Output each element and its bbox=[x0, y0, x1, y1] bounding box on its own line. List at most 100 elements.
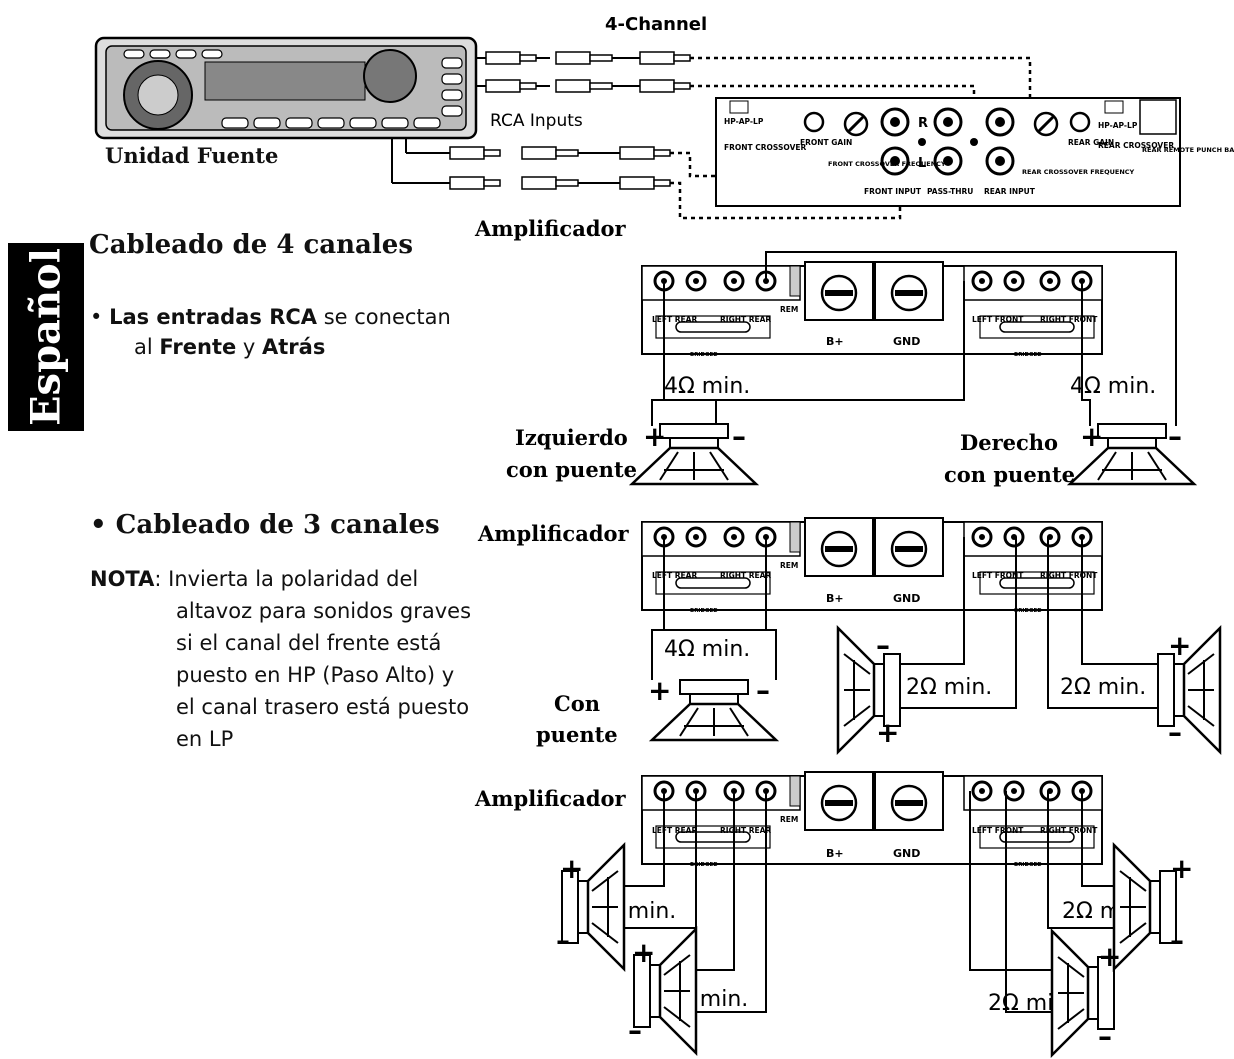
rear-crossover-frequency-label: REAR CROSSOVER FREQUENCY bbox=[1022, 168, 1135, 176]
right-front-label-2: RIGHT FRONT bbox=[1040, 571, 1098, 580]
note-line-6: en LP bbox=[176, 727, 234, 751]
note-line-2: altavoz para sonidos graves bbox=[176, 599, 472, 623]
amp-input-panel: HP-AP-LP FRONT CROSSOVER FRONT GAIN FRON… bbox=[715, 97, 1234, 207]
ohm-left-1: 4Ω min. bbox=[664, 374, 750, 399]
bullet-bold-atras: Atrás bbox=[262, 335, 326, 359]
minus-sign-2c: – bbox=[1168, 716, 1182, 749]
left-rear-label-2: LEFT REAR bbox=[652, 571, 697, 580]
minus-sign-3b: – bbox=[628, 1014, 642, 1047]
rear-input-label: REAR INPUT bbox=[984, 187, 1036, 196]
section1-title: Cableado de 4 canales bbox=[89, 230, 413, 260]
rem-label-1: REM bbox=[780, 305, 798, 314]
diagram1: Amplificador LEFT REAR RIGHT REAR REM B+… bbox=[474, 216, 1196, 487]
bridged-label-1b: BRIDGED bbox=[1014, 352, 1042, 358]
right-rear-label-3: RIGHT REAR bbox=[720, 826, 771, 835]
front-input-label: FRONT INPUT bbox=[864, 187, 922, 196]
rear-crossover-label: REAR CROSSOVER bbox=[1098, 141, 1174, 150]
hp-ap-lp-rear: HP-AP-LP bbox=[1098, 121, 1138, 130]
gnd-label-2: GND bbox=[893, 592, 920, 605]
bplus-label-1: B+ bbox=[826, 335, 844, 348]
left-bridged-line1: Izquierdo bbox=[515, 425, 628, 450]
right-front-label-1: RIGHT FRONT bbox=[1040, 315, 1098, 324]
note-line-1: : Invierta la polaridad del bbox=[154, 567, 419, 591]
plus-sign-1a: + bbox=[643, 420, 666, 453]
rear-gain-label: REAR GAIN bbox=[1068, 138, 1114, 147]
left-bridged-line2: con puente bbox=[506, 457, 637, 482]
bullet-text2: al bbox=[134, 335, 160, 359]
note-label: NOTA bbox=[90, 567, 155, 591]
note-line-4: puesto en HP (Paso Alto) y bbox=[176, 663, 455, 687]
ohm-right-1: 4Ω min. bbox=[1070, 374, 1156, 399]
right-rear-label-1: RIGHT REAR bbox=[720, 315, 771, 324]
plus-sign-3b: + bbox=[632, 936, 655, 969]
amplifier-label-2: Amplificador bbox=[477, 521, 630, 546]
gnd-label-1: GND bbox=[893, 335, 920, 348]
rem-label-2: REM bbox=[780, 561, 798, 570]
right-front-label-3: RIGHT FRONT bbox=[1040, 826, 1098, 835]
bullet-text3: y bbox=[236, 335, 263, 359]
pass-thru-label: PASS-THRU bbox=[927, 187, 973, 196]
section1-bullet: • Las entradas RCA se conectan al Frente… bbox=[90, 305, 451, 359]
minus-sign-2b: – bbox=[876, 629, 890, 662]
section2-note: NOTA: Invierta la polaridad del altavoz … bbox=[90, 563, 500, 755]
left-front-label-3: LEFT FRONT bbox=[972, 826, 1024, 835]
bridged-label-2b: BRIDGED bbox=[1014, 608, 1042, 614]
minus-sign-3d: – bbox=[1170, 924, 1184, 957]
minus-sign-1b: – bbox=[1168, 420, 1182, 453]
amplifier-label-3: Amplificador bbox=[474, 786, 627, 811]
diagram3: Amplificador LEFT REAR RIGHT REAR REM B+… bbox=[474, 770, 1193, 1057]
front-crossover-frequency-label: FRONT CROSSOVER FREQUENCY bbox=[828, 160, 946, 168]
plus-sign-2a: + bbox=[648, 674, 671, 707]
left-rear-label-3: LEFT REAR bbox=[652, 826, 697, 835]
bplus-label-2: B+ bbox=[826, 592, 844, 605]
right-bridged-line2: con puente bbox=[944, 462, 1075, 487]
hp-ap-lp-front: HP-AP-LP bbox=[724, 117, 764, 126]
plus-sign-1b: + bbox=[1080, 420, 1103, 453]
minus-sign-3a: – bbox=[556, 924, 570, 957]
bridged-label-3a: BRIDGED bbox=[690, 862, 718, 868]
l-label: L bbox=[918, 156, 926, 171]
rem-label-3: REM bbox=[780, 815, 798, 824]
bplus-label-3: B+ bbox=[826, 847, 844, 860]
left-front-label-1: LEFT FRONT bbox=[972, 315, 1024, 324]
source-unit-label: Unidad Fuente bbox=[105, 143, 279, 168]
rca-inputs-label: RCA Inputs bbox=[490, 111, 583, 131]
bridged-label-2a: BRIDGED bbox=[690, 608, 718, 614]
front-crossover-label: FRONT CROSSOVER bbox=[724, 143, 807, 152]
note-line-5: el canal trasero está puesto bbox=[176, 695, 470, 719]
plus-sign-2c: + bbox=[1168, 629, 1191, 662]
bridged-line1-2: Con bbox=[554, 691, 600, 716]
side-tab-espanol: Español bbox=[8, 243, 84, 431]
note-line-3: si el canal del frente está bbox=[176, 631, 442, 655]
bridged-line2-2: puente bbox=[536, 722, 618, 747]
plus-sign-3c: + bbox=[1098, 940, 1121, 973]
right-bridged-line1: Derecho bbox=[960, 430, 1058, 455]
ohm-mid-2: 2Ω min. bbox=[906, 675, 992, 700]
bullet-text1: se conectan bbox=[317, 305, 451, 329]
plus-sign-3a: + bbox=[560, 852, 583, 885]
minus-sign-1a: – bbox=[732, 420, 746, 453]
gnd-label-3: GND bbox=[893, 847, 920, 860]
bridged-label-3b: BRIDGED bbox=[1014, 862, 1042, 868]
left-front-label-2: LEFT FRONT bbox=[972, 571, 1024, 580]
four-channel-label: 4-Channel bbox=[605, 14, 707, 35]
diagram2: Amplificador LEFT REAR RIGHT REAR REM B+… bbox=[477, 516, 1222, 754]
amplifier-label-1: Amplificador bbox=[474, 216, 627, 241]
minus-sign-2a: – bbox=[756, 674, 770, 707]
section2-title: • Cableado de 3 canales bbox=[90, 510, 440, 540]
front-gain-label: FRONT GAIN bbox=[800, 138, 852, 147]
bullet-bold-frente: Frente bbox=[159, 335, 237, 359]
rear-remote-label: REAR REMOTE PUNCH BASS bbox=[1142, 146, 1234, 154]
minus-sign-3c: – bbox=[1098, 1020, 1112, 1053]
bullet-bold-rca: Las entradas RCA bbox=[109, 305, 318, 329]
head-unit bbox=[94, 36, 478, 140]
right-rear-label-2: RIGHT REAR bbox=[720, 571, 771, 580]
ohm-right-2: 2Ω min. bbox=[1060, 675, 1146, 700]
plus-sign-2b: + bbox=[876, 716, 899, 749]
r-label: R bbox=[918, 116, 928, 131]
bridged-label-1a: BRIDGED bbox=[690, 352, 718, 358]
left-rear-label-1: LEFT REAR bbox=[652, 315, 697, 324]
ohm-bridged-2: 4Ω min. bbox=[664, 637, 750, 662]
plus-sign-3d: + bbox=[1170, 852, 1193, 885]
